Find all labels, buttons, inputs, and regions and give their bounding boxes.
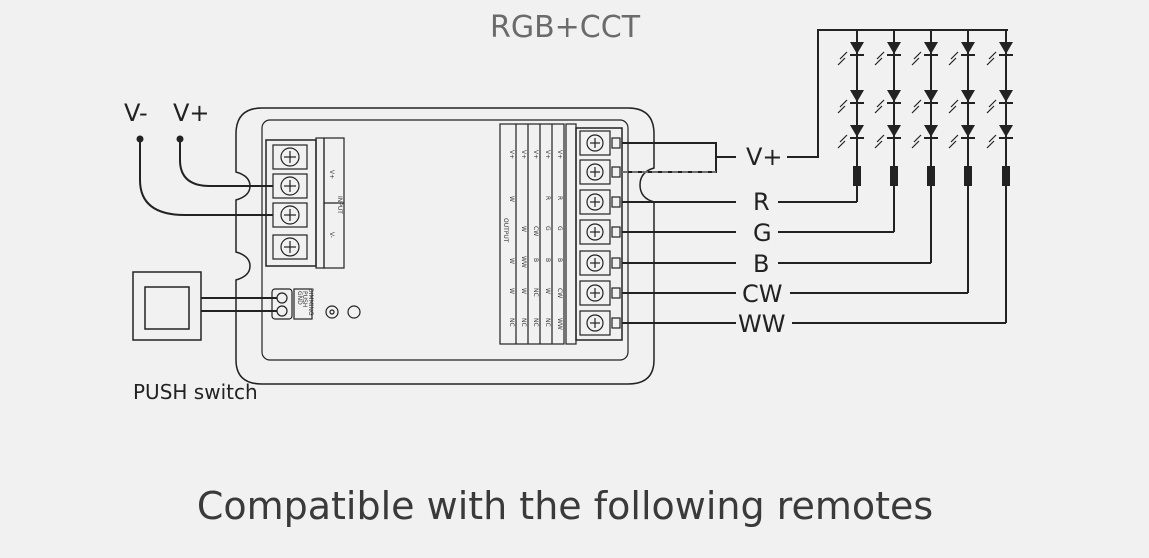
input-pin-vplus: V+	[328, 170, 335, 179]
svg-text:W: W	[508, 258, 515, 264]
output-label: OUTPUT	[502, 218, 509, 243]
output-col-2: V+ W WW W NC	[520, 150, 527, 327]
dimming-pin-push: PUSH	[301, 291, 308, 307]
svg-text:NC: NC	[544, 318, 551, 327]
led-string-2	[874, 30, 901, 232]
svg-text:R: R	[556, 196, 563, 200]
svg-text:NC: NC	[532, 288, 539, 297]
dimming-terminal: GND PUSH DIMMING	[271, 288, 361, 320]
svg-text:NC: NC	[532, 318, 539, 327]
vplus-wire	[179, 139, 273, 187]
svg-text:CW: CW	[532, 226, 539, 236]
output-col-4: V+ R G B W NC	[544, 150, 551, 327]
led-string-5	[986, 30, 1013, 323]
input-screw-3	[272, 202, 308, 228]
indicator-led-1	[325, 305, 339, 319]
output-terminal-block	[565, 123, 623, 345]
led-string-4	[948, 30, 975, 293]
diagram-title: RGB+CCT	[490, 10, 641, 45]
svg-text:CW: CW	[556, 288, 563, 298]
svg-text:W: W	[520, 226, 527, 232]
svg-text:V+: V+	[520, 150, 527, 159]
svg-text:B: B	[556, 258, 563, 262]
output-label-b: B	[753, 250, 769, 278]
svg-text:G: G	[556, 226, 563, 231]
controller-enclosure	[235, 107, 655, 385]
input-terminal-block: V+ V- INPUT	[265, 137, 345, 269]
input-vminus-label: V-	[124, 99, 148, 127]
output-screw-7	[579, 310, 621, 336]
dimming-pin-gnd: GND	[296, 291, 303, 305]
dimming-label: DIMMING	[307, 288, 314, 316]
svg-text:V+: V+	[544, 150, 551, 159]
output-label-cw: CW	[742, 280, 783, 308]
output-col-3: V+ CW B NC NC	[532, 150, 539, 327]
svg-text:V+: V+	[556, 150, 563, 159]
svg-text:W: W	[544, 288, 551, 294]
output-col-1: V+ W W W NC	[508, 150, 515, 327]
output-label-vplus: V+	[746, 143, 783, 171]
input-vplus-label: V+	[173, 99, 210, 127]
indicator-led-2	[347, 305, 361, 319]
led-string-3	[911, 30, 938, 263]
output-label-ww: WW	[738, 310, 785, 338]
push-switch	[132, 271, 202, 341]
input-screw-1	[272, 144, 308, 170]
svg-text:W: W	[508, 196, 515, 202]
input-pin-vminus: V-	[328, 232, 335, 238]
output-label-r: R	[753, 188, 770, 216]
svg-text:NC: NC	[520, 318, 527, 327]
vplus-bus	[787, 29, 1008, 158]
output-screw-3	[579, 189, 621, 215]
led-string-1	[837, 30, 864, 202]
output-label-table: OUTPUT V+ W W W NC V+ W WW W NC V+ CW B …	[499, 123, 565, 345]
svg-text:G: G	[544, 226, 551, 231]
svg-text:W: W	[508, 288, 515, 294]
svg-text:WW: WW	[556, 318, 563, 330]
compatible-remotes-caption: Compatible with the following remotes	[197, 484, 933, 528]
output-col-5: V+ R G B CW WW	[556, 150, 563, 330]
output-screw-6	[579, 280, 621, 306]
svg-text:B: B	[532, 258, 539, 262]
output-screw-4	[579, 219, 621, 245]
input-label: INPUT	[336, 196, 343, 214]
svg-text:R: R	[544, 196, 551, 200]
input-screw-2	[272, 173, 308, 199]
svg-text:W: W	[520, 288, 527, 294]
svg-text:B: B	[544, 258, 551, 262]
svg-text:V+: V+	[532, 150, 539, 159]
push-switch-label: PUSH switch	[133, 380, 258, 404]
vplus-bridge	[622, 142, 717, 173]
svg-text:WW: WW	[520, 256, 527, 268]
svg-text:V+: V+	[508, 150, 515, 159]
input-screw-4	[272, 234, 308, 260]
vminus-wire	[139, 139, 273, 216]
output-screw-5	[579, 250, 621, 276]
output-screw-1	[579, 130, 621, 156]
output-screw-2	[579, 159, 621, 185]
output-label-g: G	[753, 219, 772, 247]
svg-text:NC: NC	[508, 318, 515, 327]
